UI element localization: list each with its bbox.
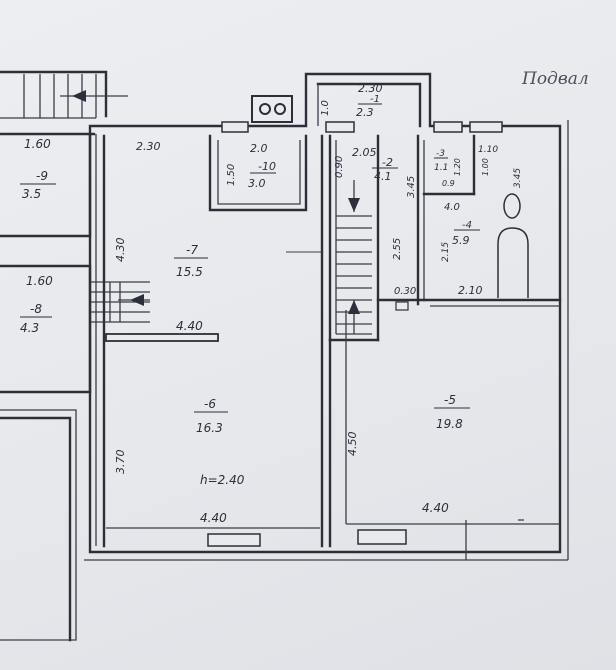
window-top-4	[469, 121, 503, 133]
room-3-number: -3	[436, 149, 445, 159]
window-top-3	[433, 121, 463, 133]
room-5-number: -5	[444, 393, 456, 407]
dim-4-40-mid: 4.40	[176, 319, 203, 333]
window-top-1	[221, 121, 249, 133]
dim-4-30: 4.30	[114, 238, 127, 263]
left-partial-rooms: 1.60 -9 3.5 1.60 -8 4.3	[0, 70, 150, 642]
dim-1-60-a: 1.60	[24, 137, 51, 151]
bathtub-icon	[497, 227, 529, 298]
dim-1-20: 1.20	[453, 158, 462, 176]
room-4: 4.0 -4 5.9 2.15 2.10	[422, 193, 562, 307]
dim-2-55: 2.55	[392, 238, 403, 260]
dim-1-10: 1.10	[478, 145, 498, 155]
dim-1-60-b: 1.60	[26, 274, 53, 288]
room-8-area: 4.3	[20, 321, 39, 335]
dim-2-10: 2.10	[458, 284, 483, 297]
dim-0-30: 0.30	[394, 286, 416, 297]
plan-title: Подвал	[521, 69, 589, 89]
room-5: 4.50 -5 19.8 4.40	[328, 310, 560, 560]
dim-1-50: 1.50	[226, 164, 237, 186]
door-room-2	[395, 301, 409, 311]
room-9: 1.60 -9 3.5	[20, 137, 56, 201]
dim-4-40-room-6: 4.40	[200, 511, 227, 525]
ceiling-height: h=2.40	[200, 473, 245, 487]
stair-left-into-room-7	[90, 281, 150, 323]
room-6: -6 16.3 3.70 h=2.40 4.40	[106, 397, 320, 547]
room-1: 2.30 -1 2.3 1.0	[221, 82, 503, 133]
room-9-number: -9	[36, 169, 48, 183]
dim-2-30-room-7: 2.30	[136, 140, 161, 153]
boiler-icon	[251, 95, 293, 123]
window-bottom-room-6	[207, 533, 261, 547]
room-10-area: 3.0	[248, 177, 266, 190]
room-10: 2.0 -10 3.0 1.50	[208, 134, 308, 212]
room-1-area: 2.3	[356, 106, 374, 119]
dim-3-70: 3.70	[114, 450, 127, 475]
room-7-number: -7	[186, 243, 198, 257]
room-1-number: -1	[370, 94, 380, 105]
room-6-area: 16.3	[196, 421, 223, 435]
dim-0-9: 0.9	[442, 179, 455, 188]
stair-main	[336, 180, 372, 334]
room-10-number: -10	[258, 160, 276, 173]
dim-2-15: 2.15	[441, 242, 451, 262]
dim-2-0: 2.0	[250, 142, 268, 155]
room-2-number: -2	[382, 156, 393, 169]
dim-3-45: 3.45	[406, 176, 417, 198]
room-3: -3 1.1 0.9 1.20 1.00 1.10 3.45	[422, 134, 523, 300]
room-7-area: 15.5	[176, 265, 203, 279]
dim-1-00: 1.00	[481, 158, 490, 176]
room-8: 1.60 -8 4.3	[20, 274, 53, 335]
window-top-2	[325, 121, 355, 133]
room-9-area: 3.5	[22, 187, 41, 201]
toilet-icon	[503, 193, 521, 219]
room-3-area: 1.1	[434, 163, 448, 173]
dim-2-30-top: 2.30	[358, 82, 383, 95]
window-bottom-room-5	[357, 529, 407, 545]
room-4-number: -4	[462, 220, 472, 231]
dim-2-05: 2.05	[352, 146, 377, 159]
room-6-number: -6	[204, 397, 216, 411]
room-8-number: -8	[30, 302, 42, 316]
dim-3-45-right: 3.45	[513, 168, 523, 188]
outer-walls	[84, 72, 569, 561]
dim-4-0: 4.0	[444, 202, 460, 213]
dim-4-50: 4.50	[346, 432, 359, 457]
room-7: 2.30 4.30 -7 15.5 4.40	[102, 134, 324, 548]
room-5-area: 19.8	[436, 417, 463, 431]
dim-4-40-room-5: 4.40	[422, 501, 449, 515]
dim-0-90-stair: 0.90	[334, 156, 345, 178]
dim-1-0-top: 1.0	[320, 100, 331, 116]
room-2-area: 4.1	[374, 170, 392, 183]
partition-beam	[105, 333, 219, 342]
room-2: 0.90 2.05 -2 4.1 2.55 3.45 0.30	[328, 134, 426, 342]
room-4-area: 5.9	[452, 234, 470, 247]
stair-top-left	[23, 74, 128, 118]
